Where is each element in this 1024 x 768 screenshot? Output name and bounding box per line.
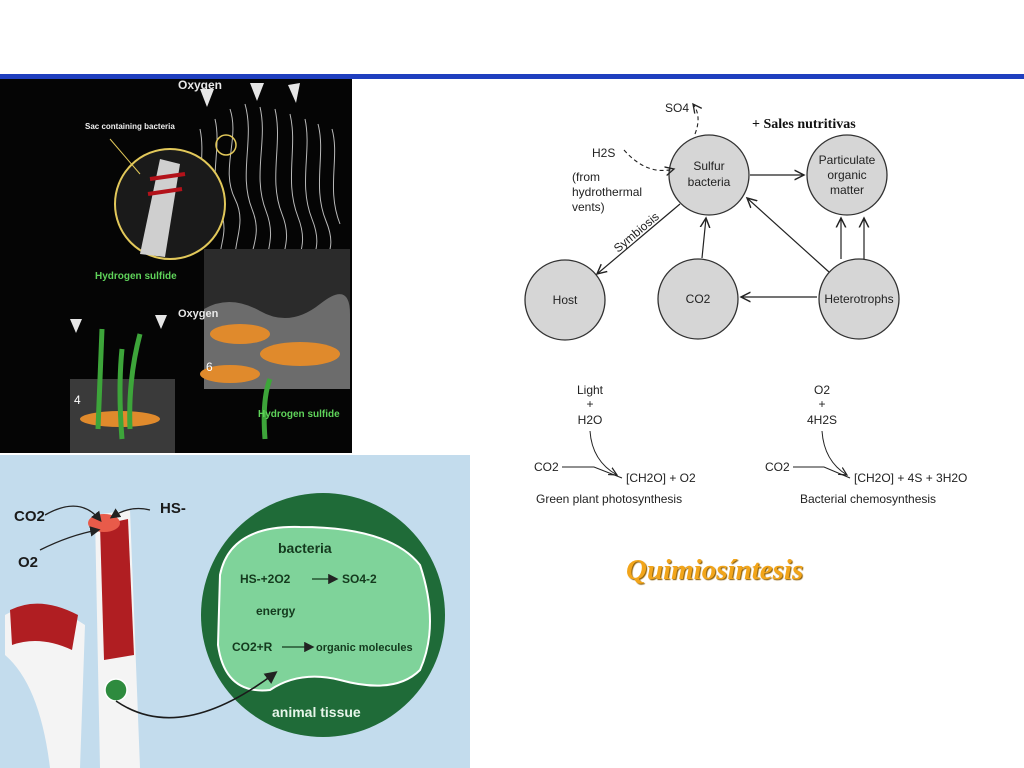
bacteria-label: bacteria <box>278 540 332 556</box>
inset-number-6: 6 <box>206 360 213 374</box>
worm-plume-right <box>100 519 134 660</box>
node-particulate-line2: organic <box>827 168 866 182</box>
eq-right-o2: O2 <box>814 383 830 397</box>
node-co2: CO2 <box>657 258 739 340</box>
animal-tissue-label: animal tissue <box>272 704 361 720</box>
eq-right-arrow <box>793 430 850 478</box>
h2s-source-line1: (from <box>572 170 600 184</box>
eq-right-reactant: CO2 <box>765 460 790 474</box>
node-host-label: Host <box>553 293 578 307</box>
node-particulate-line3: matter <box>830 183 864 197</box>
eq-left-plus: + <box>586 397 593 411</box>
h2s-source-line2: hydrothermal <box>572 185 642 199</box>
eq-left-caption: Green plant photosynthesis <box>536 492 682 506</box>
trophosome-arrow <box>115 671 278 719</box>
hs-label: HS- <box>160 500 186 517</box>
symbiosis-label: Symbiosis <box>611 209 662 255</box>
worm-plume-left <box>10 603 78 650</box>
eq-right-caption: Bacterial chemosynthesis <box>800 492 936 506</box>
hs-arrow <box>109 507 151 519</box>
node-heterotrophs: Heterotrophs <box>818 258 900 340</box>
reaction1-right: SO4-2 <box>342 572 377 586</box>
eq-right-4h2s: 4H2S <box>807 413 837 427</box>
eq-left-arrow <box>562 430 622 478</box>
node-host: Host <box>524 259 606 341</box>
worm-head-right <box>88 514 120 532</box>
energy-label: energy <box>256 604 296 618</box>
eq-left-h2o: H2O <box>578 413 603 427</box>
worm-tube-left <box>5 607 85 768</box>
oxygen-label-top: Oxygen <box>178 79 222 92</box>
h2s-label: H2S <box>592 146 615 160</box>
edge-heterotrophs-to-bacteria <box>747 198 830 273</box>
h2s-source-line3: vents) <box>572 200 605 214</box>
co2-label: CO2 <box>14 508 45 525</box>
node-sulfur-bacteria: Sulfur bacteria <box>668 134 750 216</box>
edge-bacteria-to-host <box>597 203 681 274</box>
eq-right-product: [CH2O] + 4S + 3H2O <box>854 471 967 485</box>
chemosynthesis-cycle-diagram: Sulfur bacteria Particulate organic matt… <box>512 86 1012 516</box>
green-worms <box>95 328 273 440</box>
reaction1-left: HS-+2O2 <box>240 572 291 586</box>
tube-worm-illustration: Oxygen Sac containing bacteria 6 Oxygen … <box>0 79 352 453</box>
o2-label: O2 <box>18 554 38 571</box>
chemosynthesis-illustration: CO2 O2 HS- bacteria HS-+2O2 SO4-2 energy… <box>0 455 470 768</box>
eq-left-product: [CH2O] + O2 <box>626 471 696 485</box>
sac-pointer <box>109 138 141 175</box>
node-particulate-line1: Particulate <box>819 153 876 167</box>
tube-worm-photo: Oxygen Sac containing bacteria 6 Oxygen … <box>0 79 352 453</box>
node-sulfur-bacteria-line2: bacteria <box>688 175 731 189</box>
bacterium-cell <box>216 525 431 692</box>
co2-arrow <box>44 505 102 523</box>
so4-label: SO4 <box>665 101 689 115</box>
eq-right-plus: + <box>818 397 825 411</box>
node-co2-label: CO2 <box>686 292 711 306</box>
hydrogen-sulfide-label-left: Hydrogen sulfide <box>95 271 177 282</box>
reaction2-left: CO2+R <box>232 640 273 654</box>
sac-label: Sac containing bacteria <box>85 122 175 131</box>
so4-dashed-arrow <box>693 104 698 135</box>
bacteria-sac <box>147 172 186 196</box>
hydrogen-sulfide-label-right: Hydrogen sulfide <box>258 409 340 420</box>
accent-bar <box>0 74 1024 79</box>
worm-tube-closeup <box>140 159 180 257</box>
slide-title: Quimiosíntesis <box>626 554 804 586</box>
eq-left-reactant: CO2 <box>534 460 559 474</box>
sales-nutritivas-label: + Sales nutritivas <box>752 117 856 132</box>
eq-left-light: Light <box>577 383 604 397</box>
chemosynthesis-svg: CO2 O2 HS- bacteria HS-+2O2 SO4-2 energy… <box>0 455 470 768</box>
equation-chemosynthesis: O2 + 4H2S CO2 [CH2O] + 4S + 3H2O Bacteri… <box>765 383 967 506</box>
small-zoom-circle <box>215 134 237 156</box>
node-particulate-organic-matter: Particulate organic matter <box>806 134 888 216</box>
trophosome-marker <box>104 678 128 702</box>
node-sulfur-bacteria-line1: Sulfur <box>693 159 724 173</box>
edge-co2-to-bacteria <box>702 218 706 259</box>
reaction2-right: organic molecules <box>316 642 413 654</box>
equation-photosynthesis: Light + H2O CO2 [CH2O] + O2 Green plant … <box>534 383 696 506</box>
oxygen-label-mid: Oxygen <box>178 308 219 320</box>
cycle-svg: Sulfur bacteria Particulate organic matt… <box>524 101 967 506</box>
inset-number-4: 4 <box>74 393 81 407</box>
small-oxygen-arrows <box>70 315 167 333</box>
node-heterotrophs-label: Heterotrophs <box>824 292 893 306</box>
oxygen-arrows <box>200 83 300 107</box>
o2-arrow <box>39 526 101 551</box>
h2s-dashed-arrow <box>623 149 674 170</box>
